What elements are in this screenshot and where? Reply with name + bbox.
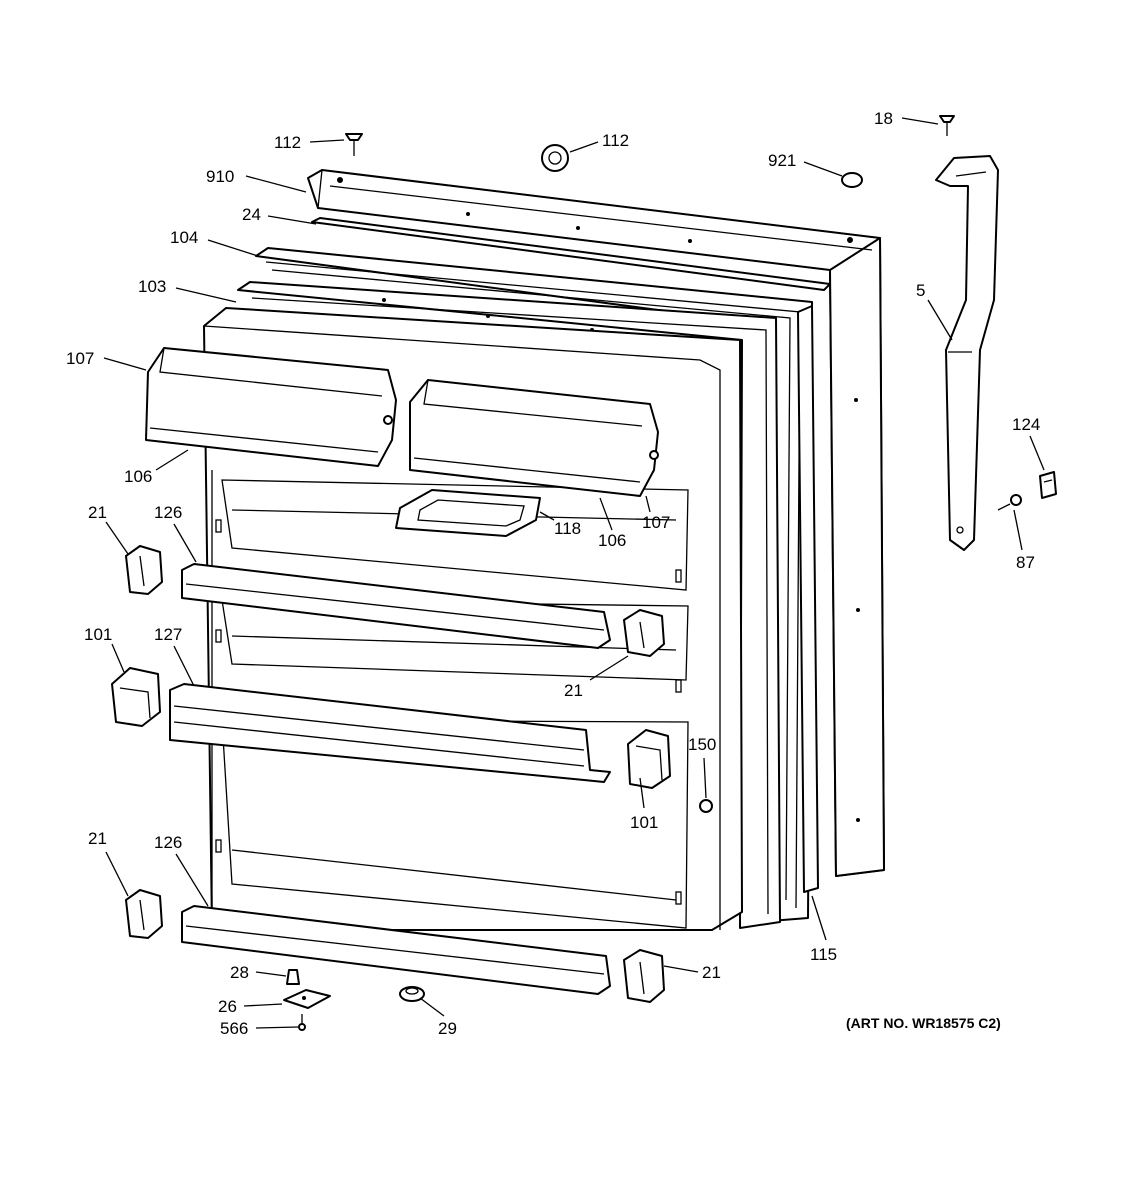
callout-118: 118 [554,519,581,538]
callout-21-upper-right: 21 [564,681,583,700]
shelf-bracket-left-lower [125,889,163,939]
callout-112-screw: 112 [274,133,301,152]
callout-126-lower: 126 [154,833,182,852]
stop-28 [286,969,300,985]
callout-124: 124 [1012,415,1040,434]
shelf-bar-middle [169,683,611,783]
callout-103: 103 [138,277,166,296]
callout-101-right: 101 [630,813,658,832]
screw-87 [997,494,1022,511]
bushing-29 [399,986,425,1002]
shelf-bracket-right-lower [623,949,665,1003]
dairy-door-right [409,379,659,497]
dairy-door-left [145,347,397,467]
door-handle [935,155,999,551]
trim-strip [311,217,831,291]
callout-910: 910 [206,167,234,186]
callout-115: 115 [810,945,837,964]
screw-566 [298,1014,306,1031]
callout-104: 104 [170,228,198,247]
callout-5: 5 [916,281,925,300]
callout-29: 29 [438,1019,457,1038]
callout-24: 24 [242,205,261,224]
callout-21-lower-right: 21 [702,963,721,982]
hinge-plate-26 [283,989,331,1009]
gasket-strip [797,305,819,893]
clip-124 [1039,471,1057,499]
callout-18: 18 [874,109,893,128]
callout-87: 87 [1016,553,1035,572]
screw-18 [939,115,955,136]
tray [395,489,541,537]
outer-door-panel [307,169,885,877]
shelf-end-cap-right [627,729,671,789]
callout-21-upper-left: 21 [88,503,107,522]
callout-101-left: 101 [84,625,112,644]
shelf-end-cap-left [111,667,161,727]
shelf-bracket-left-upper [125,545,163,595]
callout-26: 26 [218,997,237,1016]
art-number: (ART NO. WR18575 C2) [846,1015,1001,1031]
callout-21-lower-left: 21 [88,829,107,848]
leader-lines [103,117,1045,1029]
shelf-bracket-right-upper [623,609,665,657]
callout-150: 150 [688,735,716,754]
callout-127: 127 [154,625,182,644]
callout-106-right: 106 [598,531,626,550]
cam-150 [699,799,713,813]
callout-28: 28 [230,963,249,982]
callout-126-upper: 126 [154,503,182,522]
callout-labels: 112 112 18 921 910 24 104 103 107 106 5 … [66,109,1040,1038]
plug-921 [841,172,863,188]
shelf-bar-upper [181,563,611,649]
callout-107-right: 107 [642,513,670,532]
callout-107-left: 107 [66,349,94,368]
shelf-bar-lower [181,905,611,995]
callout-112-plug: 112 [602,131,629,150]
callout-566: 566 [220,1019,248,1038]
screw-112-left [345,133,363,156]
callout-921: 921 [768,151,796,170]
plug-112 [541,144,569,172]
callout-106-left: 106 [124,467,152,486]
